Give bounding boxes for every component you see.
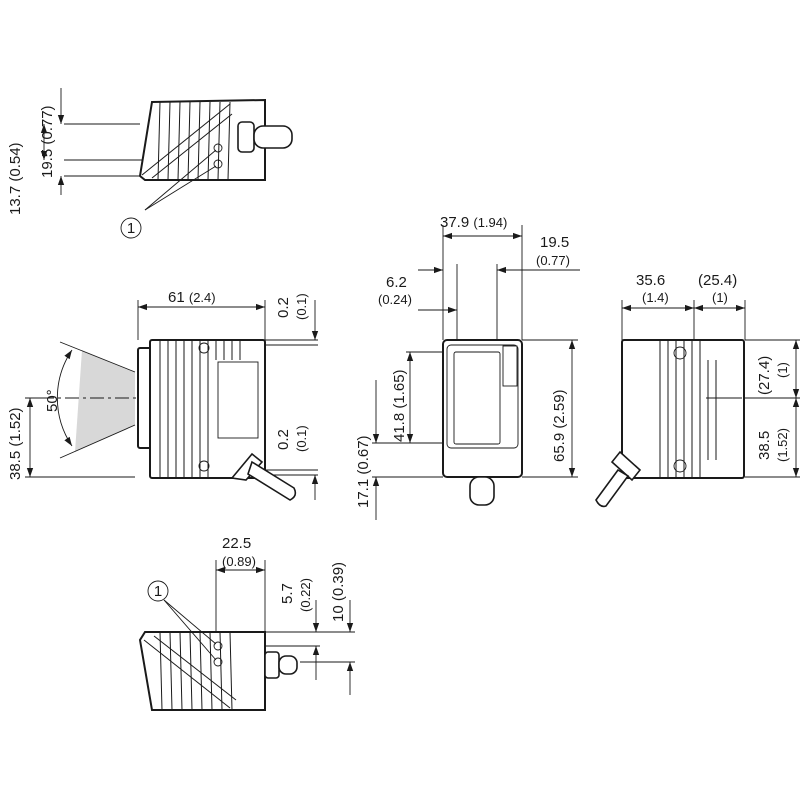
- front-bottom-height: 17.1 (0.67): [355, 435, 372, 508]
- rear-ribs: [659, 340, 717, 478]
- bottom-d1-in: (0.22): [298, 578, 313, 612]
- top-housing: [138, 98, 266, 181]
- bottom-view: 22.5 (0.89) 5.7 (0.22) 10 (0.39): [138, 535, 355, 711]
- rear-view: 35.6 (1.4) (25.4) (1) (27.4) (1) 38.5 (1…: [595, 272, 800, 508]
- rear-housing: [621, 339, 745, 479]
- top-dim-1: 13.7 (0.54): [7, 142, 24, 215]
- rear-lower: 38.5: [756, 431, 773, 460]
- side-length: 61: [168, 289, 185, 306]
- front-window-height: 41.8 (1.65): [391, 369, 408, 442]
- front-width-in: (1.94): [473, 215, 507, 230]
- rear-upper-in: (1): [775, 362, 790, 378]
- front-offset-right-in: (0.77): [536, 253, 570, 268]
- bottom-ribs: [143, 631, 237, 711]
- front-offset-left: 6.2: [386, 274, 407, 291]
- bottom-d1: 5.7: [279, 583, 296, 604]
- side-cable: [247, 460, 297, 501]
- bottom-d2: 10 (0.39): [330, 562, 347, 622]
- front-total-height: 65.9 (2.59): [551, 389, 568, 462]
- top-ribs: [141, 101, 233, 181]
- front-width: 37.9: [440, 214, 469, 231]
- top-cable: [253, 125, 293, 149]
- gap-bottom: 0.2: [275, 429, 292, 450]
- top-view: 13.7 (0.54) 19.5 (0.77) 1: [7, 88, 293, 239]
- gap-bottom-in: (0.1): [294, 425, 309, 452]
- rear-upper: (27.4): [756, 356, 773, 395]
- side-length-in: (2.4): [189, 290, 216, 305]
- top-callout: 1: [127, 220, 135, 237]
- gap-top-in: (0.1): [294, 293, 309, 320]
- bottom-housing: [138, 631, 266, 711]
- bottom-cable: [278, 655, 298, 675]
- svg-text:61 (2.4): 61 (2.4): [168, 289, 216, 306]
- beam-angle: 50°: [44, 389, 61, 412]
- front-view: 37.9 (1.94) 19.5 (0.77) 6.2 (0.24) 41.8 …: [355, 214, 580, 520]
- bottom-width-in: (0.89): [222, 554, 256, 569]
- rear-offset-in: (1): [712, 290, 728, 305]
- bottom-width: 22.5: [222, 535, 251, 552]
- rear-offset: (25.4): [698, 272, 737, 289]
- beam-cone: [75, 350, 135, 452]
- rear-width: 35.6: [636, 272, 665, 289]
- svg-text:37.9 (1.94): 37.9 (1.94): [440, 214, 507, 231]
- rear-lower-in: (1.52): [775, 428, 790, 462]
- front-offset-left-in: (0.24): [378, 292, 412, 307]
- rear-cable: [595, 468, 630, 508]
- front-cable: [469, 476, 495, 506]
- sick-logo: SICK: [503, 350, 515, 376]
- bottom-callout: 1: [154, 583, 162, 600]
- rear-width-in: (1.4): [642, 290, 669, 305]
- gap-top: 0.2: [275, 297, 292, 318]
- side-height: 38.5 (1.52): [7, 407, 24, 480]
- top-dim-2: 19.5 (0.77): [39, 105, 56, 178]
- front-offset-right: 19.5: [540, 234, 569, 251]
- front-window: [453, 351, 501, 445]
- side-ribs: [159, 340, 241, 478]
- side-view: 50° 61 (2.4) 0.2 (0.1) 0.2 (0.1) 38.5 (1…: [7, 289, 319, 501]
